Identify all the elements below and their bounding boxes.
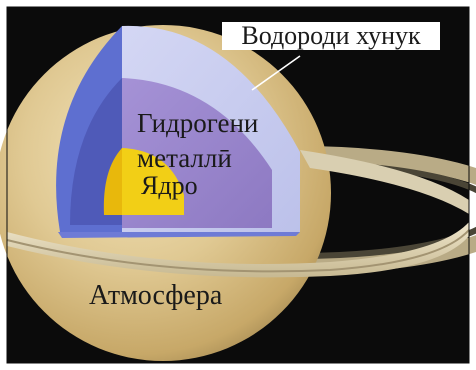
- core-face: [122, 148, 184, 215]
- hydrogen-leader-line: [251, 55, 301, 91]
- core-left-face: [103, 148, 122, 215]
- label-molecular-hydrogen: Водороди хунук: [222, 22, 440, 50]
- rings-front: [6, 150, 470, 278]
- cutaway-lower-edge: [58, 232, 300, 238]
- label-core: Ядро: [141, 171, 198, 200]
- frame-border: [6, 6, 470, 364]
- label-metallic-hydrogen-line1: Гидрогени: [137, 108, 259, 138]
- label-metallic-hydrogen-line2: металлӣ: [137, 143, 232, 173]
- label-atmosphere: Атмосфера: [89, 280, 223, 311]
